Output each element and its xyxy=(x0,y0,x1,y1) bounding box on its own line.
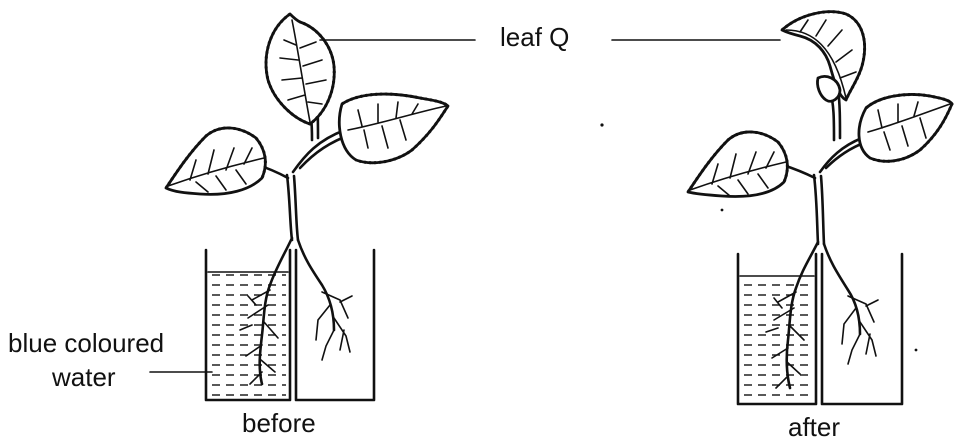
after-blue-water xyxy=(742,276,812,402)
leaf-q-label: leaf Q xyxy=(500,24,569,50)
water-label-line1: blue coloured xyxy=(8,330,164,356)
before-caption: before xyxy=(242,410,316,436)
scan-speck xyxy=(915,349,918,352)
after-caption: after xyxy=(788,414,840,440)
before-plant xyxy=(166,14,448,400)
before-leaf-right xyxy=(339,94,448,163)
after-roots-right xyxy=(824,244,878,364)
after-plant xyxy=(688,12,952,404)
before-beaker-left xyxy=(206,250,290,400)
before-leaf-left xyxy=(166,128,265,194)
after-leaf-right xyxy=(859,95,952,162)
before-leaf-q xyxy=(266,14,334,124)
before-roots-right xyxy=(298,240,352,360)
scan-speck xyxy=(721,209,724,212)
after-beaker-right xyxy=(822,254,902,404)
water-label-line2: water xyxy=(52,364,116,390)
after-leaf-q-wilted xyxy=(782,12,865,102)
scan-speck xyxy=(600,123,603,126)
after-leaf-left xyxy=(688,132,787,197)
